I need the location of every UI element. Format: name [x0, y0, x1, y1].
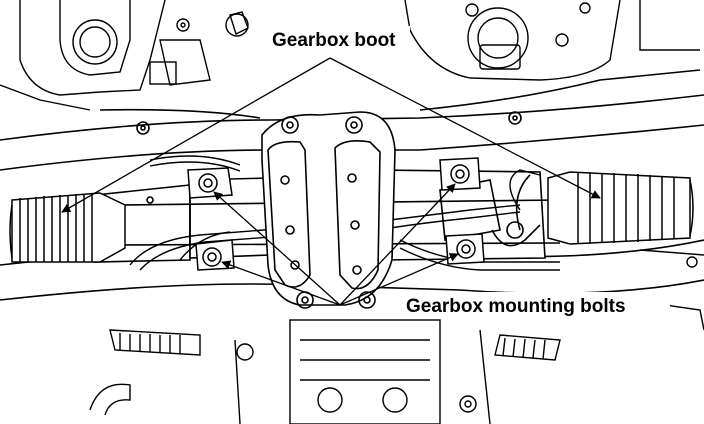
- mounting-bolts-leaders: [213, 183, 459, 306]
- bolt-upper-left: [198, 173, 218, 193]
- bolt-upper-right: [450, 164, 470, 184]
- bolt-lower-right: [456, 239, 476, 259]
- mounting-bolts-label-bg: [402, 292, 670, 318]
- bolt-lower-left: [202, 247, 222, 267]
- lower-components: [89, 249, 704, 424]
- gearbox-boot-leaders: [61, 57, 601, 213]
- gearbox-mounting-bolts-label: Gearbox mounting bolts: [406, 296, 626, 317]
- left-gearbox-boot: [9, 192, 126, 263]
- gearbox-boot-label: Gearbox boot: [272, 30, 396, 51]
- engine-block-top: [0, 0, 700, 111]
- gearbox-boot-label-bg: [268, 26, 410, 52]
- center-bracket: [261, 111, 396, 309]
